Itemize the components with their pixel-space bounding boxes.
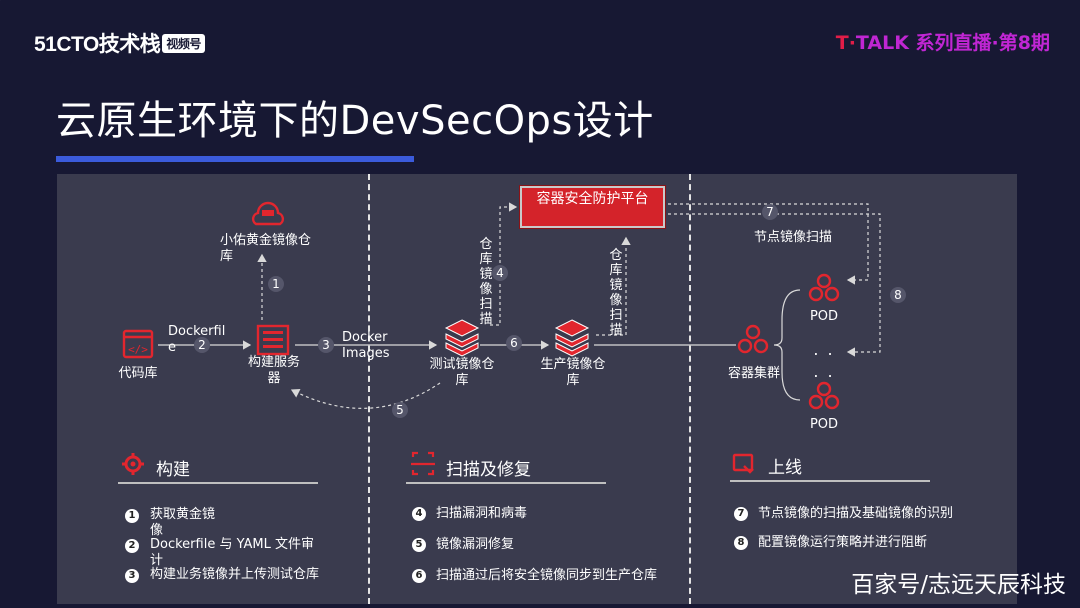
step-1: 1 [268,276,284,292]
prod-repo-label: 生产镜像仓库 [540,357,606,388]
divider-2 [689,174,691,604]
step-3: 3 [318,337,334,353]
golden-repo-icon [251,201,285,226]
divider-1 [368,174,370,604]
release-icon [732,453,754,474]
logo-badge: 视频号 [162,34,205,53]
release-item-7-num: 7 [734,507,748,521]
step-4: 4 [492,265,508,281]
scan-item-6-num: 6 [412,569,426,583]
docker-images-label: Docker Images [342,330,390,361]
test-repo-label: 测试镜像仓库 [429,357,495,388]
build-server-label: 构建服务器 [247,355,300,386]
title-underline [56,156,414,162]
step-6: 6 [506,335,522,351]
release-item-8-num: 8 [734,536,748,550]
build-item-3-num: 3 [125,569,139,583]
scan-item-4: 扫描漏洞和病毒 [436,506,528,521]
page-title: 云原生环境下的DevSecOps设计 [56,98,654,144]
pod-bottom-label: POD [809,417,839,432]
build-item-2-num: 2 [125,539,139,553]
golden-repo-label: 小佑黄金镜像仓库 [220,233,312,264]
build-item-3: 构建业务镜像并上传测试仓库 [150,567,320,582]
logo-text: 51CTO技术栈 [34,33,161,56]
scan-item-5: 镜像漏洞修复 [436,537,515,552]
talk-series-label: T·TALK 系列直播·第8期 [836,28,1050,55]
gear-icon [122,453,144,475]
release-item-8: 配置镜像运行策略并进行阻断 [758,535,928,550]
pod-top-icon [808,273,840,302]
repo-scan-label-a: 仓库镜像扫描 [479,237,493,327]
step-2: 2 [194,337,210,353]
section-build-rule [118,482,318,484]
build-server-icon [256,324,290,356]
scan-item-4-num: 4 [412,507,426,521]
scan-icon [411,451,435,476]
dockerfile-label: Dockerfile [168,324,226,355]
pod-dots-2: . . [813,362,835,381]
watermark: 百家号/志远天辰科技 [851,572,1066,598]
repo-scan-label-b: 仓库镜像扫描 [609,248,623,338]
cluster-label: 容器集群 [727,366,780,381]
build-item-2: Dockerfile 与 YAML 文件审计 [150,537,314,568]
scan-item-5-num: 5 [412,538,426,552]
brand-logo: 51CTO技术栈视频号 [34,28,205,58]
build-item-1: 获取黄金镜像 [150,507,216,538]
section-build-title: 构建 [156,460,190,480]
pod-top-label: POD [809,309,839,324]
build-item-1-num: 1 [125,509,139,523]
section-release-title: 上线 [768,458,802,478]
diagram-panel [57,174,1017,604]
cluster-icon [737,324,769,354]
security-platform-box: 容器安全防护平台 [520,186,665,228]
talk-rest: TALK 系列直播·第8期 [855,32,1050,54]
pod-bottom-icon [808,381,840,410]
talk-t: T· [835,32,856,54]
prod-repo-icon [554,319,590,357]
code-repo-label: 代码库 [118,366,158,381]
svg-text:</>: </> [128,343,148,356]
step-5: 5 [392,402,408,418]
section-release-rule [730,480,930,482]
test-repo-icon [444,319,480,357]
node-scan-label: 节点镜像扫描 [754,230,833,245]
code-repo-icon: </> [122,329,154,359]
step-8: 8 [890,287,906,303]
section-scan-title: 扫描及修复 [446,460,531,480]
pod-dots: . . [813,340,835,359]
scan-item-6: 扫描通过后将安全镜像同步到生产仓库 [436,568,658,583]
release-item-7: 节点镜像的扫描及基础镜像的识别 [758,506,954,521]
section-scan-rule [406,482,606,484]
step-7: 7 [762,204,778,220]
